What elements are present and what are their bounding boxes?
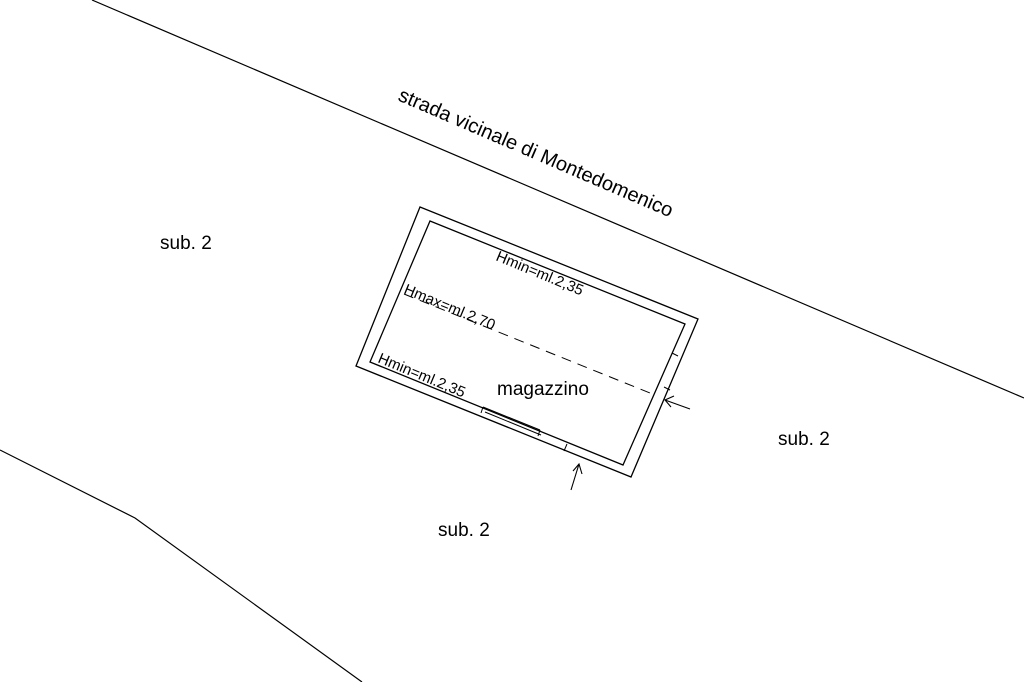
- road-name: strada vicinale di Montedomenico: [395, 84, 676, 222]
- parcel-label-right: sub. 2: [778, 429, 830, 450]
- window: [480, 406, 542, 437]
- h-min-bottom-label: Hmin=ml.2,35: [375, 350, 467, 401]
- door-bottom: [563, 443, 568, 452]
- road-edge-upper: [91, 0, 1024, 399]
- road-edge-lower: [0, 449, 363, 682]
- room-label: magazzino: [497, 379, 589, 400]
- building-outer-wall: [355, 206, 699, 478]
- parcel-label-left: sub. 2: [160, 233, 212, 254]
- entry-arrow-bottom: [570, 462, 583, 491]
- h-max-label: Hmax=ml.2,70: [401, 281, 497, 334]
- entry-arrow-right: [664, 395, 691, 410]
- parcel-label-bottom: sub. 2: [438, 520, 490, 541]
- door-right: [663, 352, 679, 391]
- building-inner-wall: [369, 220, 686, 466]
